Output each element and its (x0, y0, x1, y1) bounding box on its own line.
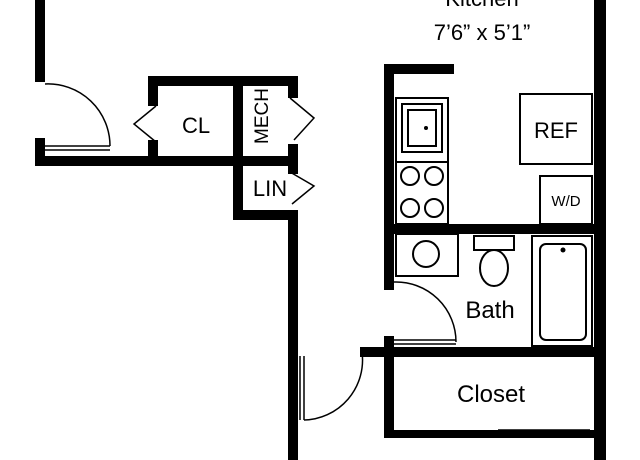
cl-label: CL (182, 113, 210, 138)
sink-basin (407, 109, 437, 147)
wall-left-upper (35, 0, 45, 82)
sink-drain-icon (424, 126, 428, 130)
closet-label: Closet (457, 381, 525, 408)
burner-icon (400, 166, 420, 186)
lin-label: LIN (253, 176, 287, 201)
wall-mech-right-low (288, 144, 298, 166)
ref-label: REF (534, 118, 578, 143)
refrigerator-icon (519, 93, 593, 165)
toilet-bowl-icon (479, 249, 509, 287)
door-swing-bath (393, 281, 457, 343)
door-bifold-mech (289, 97, 316, 141)
wall-cl-right (233, 76, 243, 166)
wall-hall-left (288, 210, 298, 460)
kitchen-dimensions: 7’6” x 5’1” (434, 20, 531, 45)
wall-bath-bottom (360, 347, 606, 357)
wd-label: W/D (551, 193, 580, 210)
wall-kitchen-top-stub (384, 64, 454, 74)
wall-bath-left-low (384, 336, 394, 348)
kitchen-label: Kitchen (445, 0, 518, 11)
door-swing-hall (303, 351, 364, 421)
bathtub-inner (539, 243, 587, 341)
burner-icon (400, 198, 420, 218)
bath-label: Bath (465, 297, 514, 324)
wall-lin-left (233, 166, 243, 220)
door-swing-left (44, 83, 111, 147)
wall-lin-bottom (233, 210, 298, 220)
wall-kitchen-bath (384, 224, 606, 234)
wall-mech-right (288, 76, 298, 98)
wall-cl-left-low (148, 140, 158, 160)
labels: Kitchen 7’6” x 5’1” CL MECH LIN REF W/D … (182, 0, 581, 408)
fixtures (395, 93, 593, 347)
wall-horizontal-middle (35, 156, 297, 166)
mech-label: MECH (252, 88, 273, 144)
door-bifold-lin (289, 171, 316, 205)
wall-lin-right (288, 166, 298, 174)
wall-cl-top (148, 76, 298, 86)
lavatory-icon (412, 240, 440, 268)
walls (35, 0, 606, 460)
burner-icon (424, 198, 444, 218)
wall-closet-left (384, 347, 394, 437)
toilet-tank-icon (473, 235, 515, 251)
washer-dryer-icon (539, 175, 593, 225)
wall-kitchen-left (384, 64, 394, 290)
burner-icon (424, 166, 444, 186)
wall-left-lower (35, 138, 45, 166)
door-bifold-cl (132, 105, 157, 143)
doors (44, 83, 590, 435)
tub-drain-icon (560, 247, 566, 253)
wall-cl-left (148, 76, 158, 106)
